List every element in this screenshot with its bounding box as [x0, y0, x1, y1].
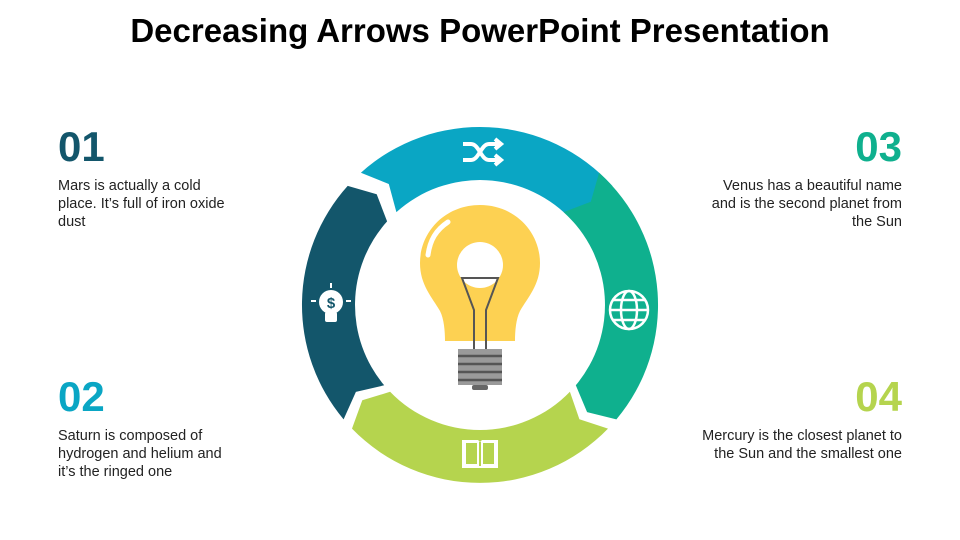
item-number: 01 — [58, 123, 105, 170]
slide-title: Decreasing Arrows PowerPoint Presentatio… — [130, 12, 830, 49]
item-text: Mercury is the closest planet to the Sun… — [702, 428, 902, 462]
item-text: Mars is actually a cold place. It’s full… — [58, 178, 225, 230]
item-text: Saturn is composed of hydrogen and heliu… — [58, 428, 222, 480]
item-03: 03 Venus has a beautiful name and is the… — [702, 125, 902, 231]
svg-text:$: $ — [327, 295, 336, 312]
item-01: 01 Mars is actually a cold place. It’s f… — [58, 125, 258, 231]
arrow-segment-04 — [352, 391, 608, 483]
shuffle-icon — [463, 137, 505, 167]
item-number: 02 — [58, 373, 105, 420]
arrow-segment-03 — [563, 172, 659, 420]
item-text: Venus has a beautiful name and is the se… — [711, 178, 902, 230]
lightbulb-dollar-icon: $ — [311, 283, 351, 322]
item-02: 02 Saturn is composed of hydrogen and he… — [58, 375, 258, 481]
book-icon — [462, 440, 498, 468]
arrow-segment-01 — [301, 185, 388, 420]
item-number: 04 — [855, 373, 902, 420]
item-number: 03 — [855, 123, 902, 170]
globe-icon — [608, 289, 650, 331]
arrow-segment-02 — [360, 126, 613, 222]
lightbulb-icon — [420, 205, 540, 390]
item-04: 04 Mercury is the closest planet to the … — [702, 375, 902, 463]
